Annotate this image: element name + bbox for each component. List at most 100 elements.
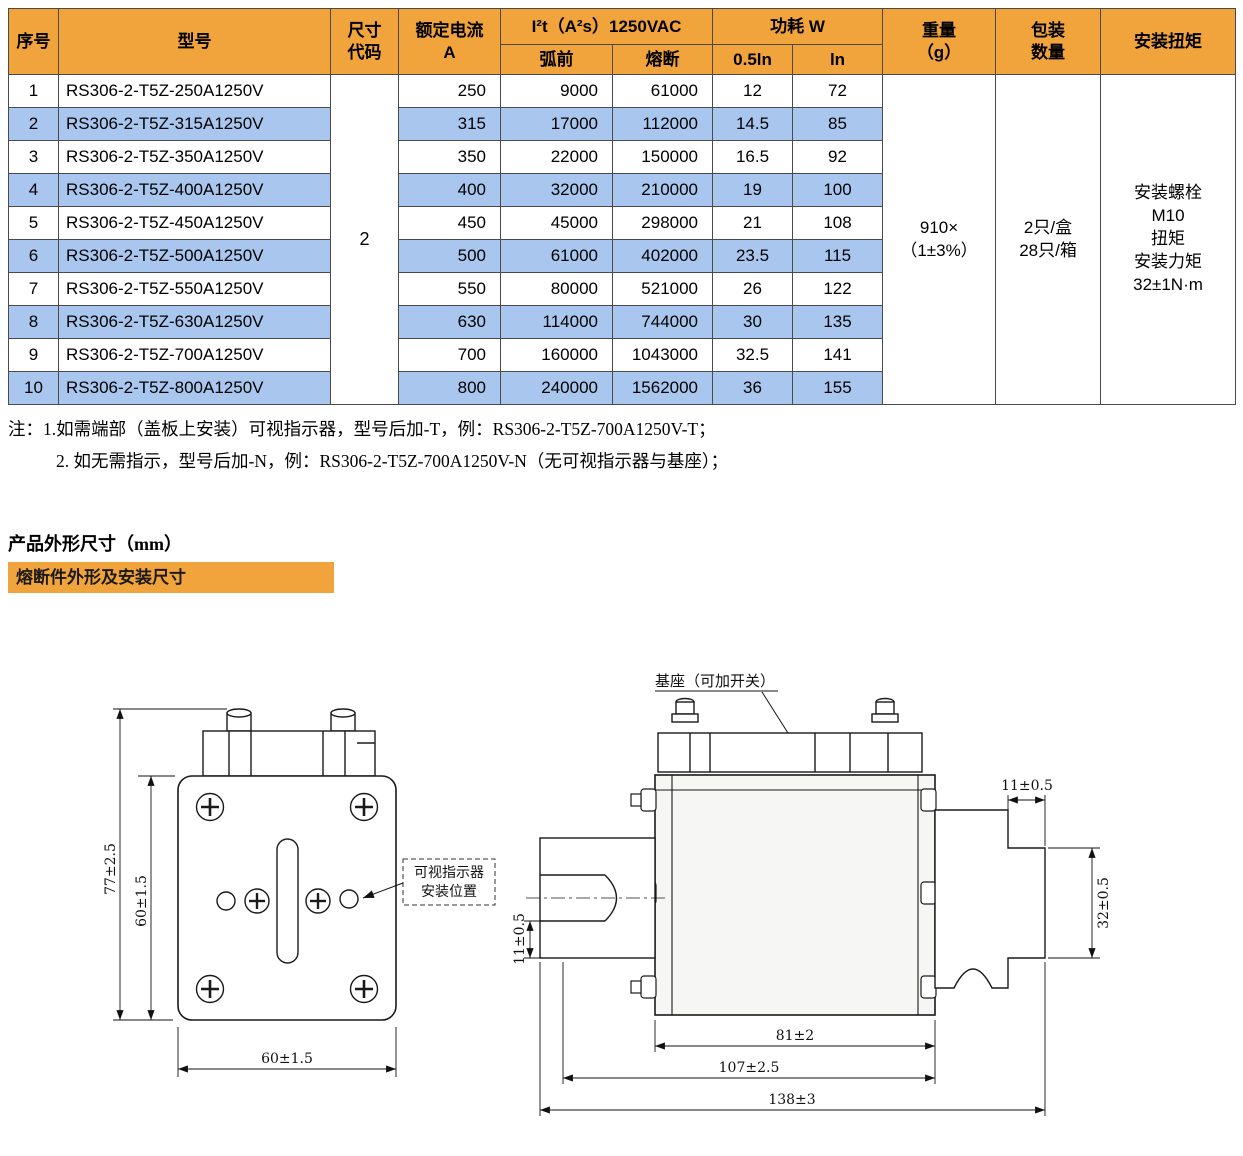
table-row: 5 RS306-2-T5Z-450A1250V 450 45000 298000… <box>8 206 1236 240</box>
prearc-cell: 22000 <box>500 140 613 174</box>
prearc-cell: 45000 <box>500 206 613 240</box>
melt-cell: 521000 <box>611 272 714 306</box>
seq-cell: 2 <box>8 107 59 141</box>
header-model: 型号 <box>58 8 331 75</box>
model-cell: RS306-2-T5Z-315A1250V <box>58 107 331 141</box>
current-cell: 250 <box>398 74 501 108</box>
table-row: 2 RS306-2-T5Z-315A1250V 315 17000 112000… <box>8 107 1236 141</box>
current-cell: 500 <box>398 239 501 273</box>
side-dim-blade-width: 32±0.5 <box>1096 877 1112 929</box>
current-cell: 800 <box>398 371 501 405</box>
front-middle-fixings <box>216 888 359 914</box>
table-row: 1 RS306-2-T5Z-250A1250V 2 250 9000 61000… <box>8 74 1237 405</box>
model-cell: RS306-2-T5Z-250A1250V <box>58 74 331 108</box>
prearc-cell: 160000 <box>500 338 613 372</box>
front-top-bolts <box>226 708 356 732</box>
prearc-cell: 61000 <box>500 239 613 273</box>
p05-cell: 21 <box>712 206 794 240</box>
header-pln: ln <box>792 44 884 75</box>
seq-cell: 6 <box>8 239 59 273</box>
front-corner-screws <box>195 792 379 1004</box>
melt-cell: 61000 <box>611 74 714 108</box>
prearc-cell: 80000 <box>500 272 613 306</box>
dimension-section-title: 产品外形尺寸（mm） <box>8 534 182 554</box>
table-row: 4 RS306-2-T5Z-400A1250V 400 32000 210000… <box>8 173 1236 207</box>
front-dim-outer-height: 77±2.5 <box>103 843 119 895</box>
model-cell: RS306-2-T5Z-450A1250V <box>58 206 331 240</box>
side-dimension-lines <box>524 795 1100 1116</box>
p05-cell: 26 <box>712 272 794 306</box>
seq-cell: 8 <box>8 305 59 339</box>
pln-cell: 115 <box>792 239 884 273</box>
pln-cell: 135 <box>792 305 884 339</box>
note-line-2: 2. 如无需指示，型号后加-N，例：RS306-2-T5Z-700A1250V-… <box>56 450 729 471</box>
side-dim-body: 81±2 <box>776 1028 814 1044</box>
melt-cell: 1043000 <box>611 338 714 372</box>
pln-cell: 141 <box>792 338 884 372</box>
seq-cell: 9 <box>8 338 59 372</box>
pln-cell: 72 <box>792 74 884 108</box>
model-cell: RS306-2-T5Z-800A1250V <box>58 371 331 405</box>
side-right-blade <box>934 809 1046 989</box>
side-left-blade <box>526 837 665 959</box>
current-cell: 630 <box>398 305 501 339</box>
p05-cell: 12 <box>712 74 794 108</box>
seq-cell: 10 <box>8 371 59 405</box>
base-label-text: 基座（可加开关） <box>655 672 775 690</box>
p05-cell: 19 <box>712 173 794 207</box>
model-cell: RS306-2-T5Z-350A1250V <box>58 140 331 174</box>
header-torque: 安装扭矩 <box>1100 8 1237 75</box>
header-prearc: 弧前 <box>500 44 613 75</box>
seq-cell: 3 <box>8 140 59 174</box>
side-view-drawing: 基座（可加开关） <box>512 672 1112 1116</box>
melt-cell: 150000 <box>611 140 714 174</box>
model-cell: RS306-2-T5Z-700A1250V <box>58 338 331 372</box>
melt-cell: 112000 <box>611 107 714 141</box>
prearc-cell: 17000 <box>500 107 613 141</box>
p05-cell: 16.5 <box>712 140 794 174</box>
front-dim-inner-height: 60±1.5 <box>134 875 150 927</box>
melt-cell: 210000 <box>611 173 714 207</box>
side-top-cap <box>657 697 923 773</box>
seq-cell: 5 <box>8 206 59 240</box>
current-cell: 550 <box>398 272 501 306</box>
melt-cell: 298000 <box>611 206 714 240</box>
pln-cell: 122 <box>792 272 884 306</box>
prearc-cell: 32000 <box>500 173 613 207</box>
current-cell: 700 <box>398 338 501 372</box>
pln-cell: 100 <box>792 173 884 207</box>
seq-cell: 7 <box>8 272 59 306</box>
header-rated-current: 额定电流 A <box>398 8 501 75</box>
model-cell: RS306-2-T5Z-550A1250V <box>58 272 331 306</box>
side-body <box>654 774 936 1016</box>
p05-cell: 30 <box>712 305 794 339</box>
pln-cell: 155 <box>792 371 884 405</box>
notes: 注：1.如需端部（盖板上安装）可视指示器，型号后加-T，例：RS306-2-T5… <box>8 414 728 477</box>
side-dim-total: 138±3 <box>768 1092 815 1108</box>
size-code-cell: 2 <box>330 74 399 405</box>
current-cell: 350 <box>398 140 501 174</box>
torque-cell: 安装螺栓 M10 扭矩 安装力矩 32±1N·m <box>1100 74 1237 405</box>
header-seq: 序号 <box>8 8 59 75</box>
melt-cell: 744000 <box>611 305 714 339</box>
pln-cell: 108 <box>792 206 884 240</box>
current-cell: 450 <box>398 206 501 240</box>
p05-cell: 32.5 <box>712 338 794 372</box>
melt-cell: 1562000 <box>611 371 714 405</box>
prearc-cell: 240000 <box>500 371 613 405</box>
table-row: 7 RS306-2-T5Z-550A1250V 550 80000 521000… <box>8 272 1236 306</box>
prearc-cell: 114000 <box>500 305 613 339</box>
indicator-label-line1: 可视指示器 <box>414 864 484 880</box>
front-terminal-block <box>202 730 376 777</box>
front-dimension-lines <box>113 708 397 1077</box>
front-center-slot <box>276 838 299 964</box>
header-power: 功耗 W <box>712 8 884 45</box>
prearc-cell: 9000 <box>500 74 613 108</box>
pln-cell: 92 <box>792 140 884 174</box>
indicator-label-line2: 安装位置 <box>421 883 477 899</box>
seq-cell: 4 <box>8 173 59 207</box>
header-size-code: 尺寸 代码 <box>330 8 399 75</box>
header-weight: 重量 （g） <box>882 8 997 75</box>
side-dim-tab: 11±0.5 <box>1001 778 1053 794</box>
